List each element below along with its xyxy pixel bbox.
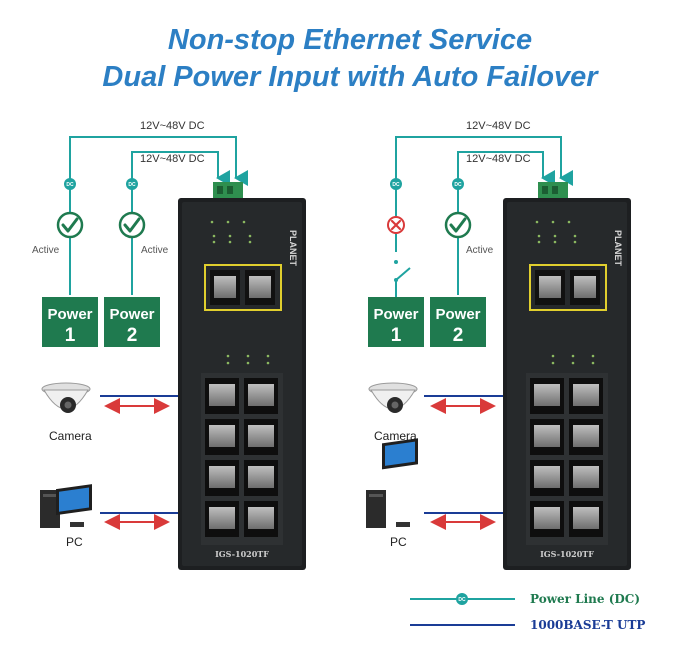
power-1-number: 1 <box>65 325 76 346</box>
status-active-2: Active <box>466 245 494 256</box>
model-label: IGS-1020TF <box>540 549 594 559</box>
camera-label: Camera <box>49 429 92 443</box>
dc-badge-text: DC <box>66 182 74 188</box>
rj45-ports <box>530 378 603 537</box>
voltage-label-2: 12V~48V DC <box>140 153 205 165</box>
legend-dc-badge <box>456 593 468 605</box>
power-1-box: Power 1 <box>42 297 98 347</box>
voltage-label-1: 12V~48V DC <box>466 120 531 132</box>
legend-dc-badge-text: DC <box>458 597 466 603</box>
check-circle-icon <box>444 211 472 239</box>
camera-label: Camera <box>374 429 417 443</box>
power-2-word: Power <box>109 306 154 323</box>
status-active-2: Active <box>141 245 169 256</box>
check-circle-icon <box>56 211 84 239</box>
power-1-number: 1 <box>391 325 402 346</box>
power-2-box: Power 2 <box>104 297 160 347</box>
legend: DC Power Line (DC) 1000BASE-T UTP <box>410 592 645 632</box>
pc-label: PC <box>66 535 83 549</box>
power-line-1 <box>395 136 573 252</box>
sfp-port-highlight <box>529 264 607 311</box>
voltage-label-2: 12V~48V DC <box>466 153 531 165</box>
legend-utp-label: 1000BASE-T UTP <box>530 618 645 632</box>
power-2-number: 2 <box>127 325 138 346</box>
scenario-right: 12V~48V DC 12V~48V DC DC DC Active Power… <box>366 120 631 570</box>
dc-badge: DC <box>452 178 464 190</box>
rj45-ports <box>205 378 278 537</box>
switch-device: PLANET <box>178 182 306 570</box>
pc-icon <box>40 484 92 528</box>
legend-power-line-label: Power Line (DC) <box>530 592 640 606</box>
power-2-word: Power <box>435 306 480 323</box>
brand-label: PLANET <box>288 230 298 267</box>
camera-icon <box>41 382 91 413</box>
failed-x-icon <box>387 216 405 234</box>
dc-badge: DC <box>390 178 402 190</box>
switch-device: PLANET <box>503 182 631 570</box>
check-circle-icon <box>118 211 146 239</box>
power-2-box: Power 2 <box>430 297 486 347</box>
dc-badge-text: DC <box>128 182 136 188</box>
dc-badge: DC <box>64 178 76 190</box>
power-1-word: Power <box>47 306 92 323</box>
camera-icon <box>368 382 418 413</box>
power-1-word: Power <box>373 306 418 323</box>
dc-badge-text: DC <box>454 182 462 188</box>
pc-label: PC <box>390 535 407 549</box>
voltage-label-1: 12V~48V DC <box>140 120 205 132</box>
pc-icon <box>366 438 418 528</box>
title-line-1: Non-stop Ethernet Service <box>167 24 533 56</box>
dc-badge: DC <box>126 178 138 190</box>
power-1-box: Power 1 <box>368 297 424 347</box>
model-label: IGS-1020TF <box>215 549 269 559</box>
sfp-port-highlight <box>204 264 282 311</box>
broken-switch-icon <box>395 267 411 281</box>
status-active-1: Active <box>32 245 60 256</box>
title-line-2: Dual Power Input with Auto Failover <box>102 61 598 93</box>
power-2-number: 2 <box>453 325 464 346</box>
dc-badge-text: DC <box>392 182 400 188</box>
scenario-left: 12V~48V DC 12V~48V DC DC DC Active Activ… <box>32 120 306 570</box>
brand-label: PLANET <box>613 230 623 267</box>
